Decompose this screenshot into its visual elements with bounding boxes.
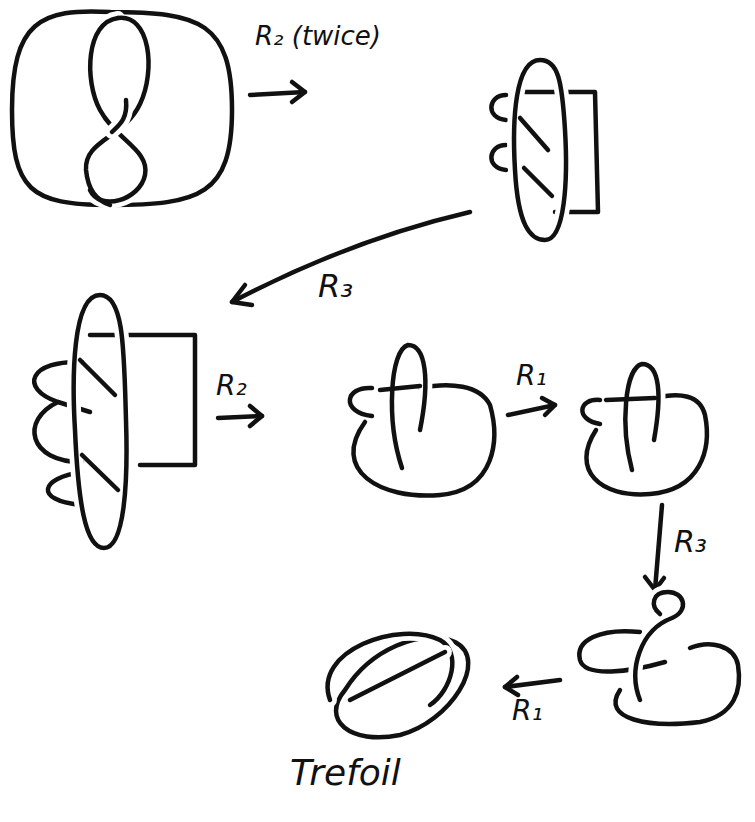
figure-eight-knot (12, 11, 232, 205)
ink-stroke (74, 295, 127, 548)
ink-stroke (328, 634, 453, 705)
knot-stage (579, 592, 739, 724)
ink-stroke (655, 505, 662, 590)
ink-stroke (82, 455, 118, 490)
move-arrow (218, 406, 262, 426)
ink-stroke (582, 400, 600, 424)
ink-stroke (635, 592, 683, 700)
knot-stage (582, 364, 706, 494)
move-arrow (232, 212, 470, 305)
ink-stroke (86, 18, 149, 205)
ink-stroke (520, 118, 548, 150)
ink-stroke (80, 360, 115, 395)
ink-stroke (292, 82, 305, 102)
ink-stroke (606, 398, 655, 400)
ink-stroke (250, 406, 262, 426)
move-arrow (508, 398, 555, 415)
ink-stroke (90, 335, 195, 465)
ink-stroke (232, 285, 252, 305)
ink-stroke (218, 416, 262, 418)
knot-stage (350, 345, 494, 496)
ink-stroke (350, 652, 445, 700)
ink-stroke (250, 92, 305, 95)
move-arrow (505, 677, 560, 695)
ink-stroke (350, 388, 372, 416)
ink-stroke (505, 677, 518, 695)
move-label: R₁ (516, 360, 547, 392)
ink-stroke (12, 11, 232, 205)
ink-stroke (380, 386, 420, 390)
move-label: R₂ (216, 370, 247, 402)
ink-stroke (635, 592, 683, 700)
move-label: R₃ (318, 268, 353, 305)
ink-stroke (625, 364, 658, 470)
ink-stroke (491, 95, 506, 120)
move-label: R₁ (512, 695, 543, 727)
trefoil-knot (328, 634, 469, 738)
ink-stroke (34, 362, 90, 412)
knot-stage (34, 295, 195, 548)
move-arrow (645, 505, 664, 590)
knot-stage (491, 60, 598, 240)
ink-stroke (586, 395, 706, 494)
move-arrow (250, 82, 305, 102)
ink-stroke (514, 60, 566, 240)
ink-stroke (112, 100, 126, 132)
move-label: R₃ (674, 525, 707, 560)
move-label: R₂ (twice) (255, 22, 381, 52)
ink-stroke (328, 634, 453, 705)
ink-stroke (625, 364, 658, 470)
ink-stroke (112, 100, 126, 132)
ink-stroke (74, 295, 127, 548)
ink-stroke (514, 60, 566, 240)
ink-stroke (350, 652, 445, 700)
ink-stroke (524, 168, 552, 196)
ink-stroke (491, 145, 506, 170)
ink-stroke (542, 398, 555, 415)
ink-stroke (392, 345, 425, 468)
ink-stroke (392, 345, 425, 468)
knot-name: Trefoil (290, 752, 401, 793)
